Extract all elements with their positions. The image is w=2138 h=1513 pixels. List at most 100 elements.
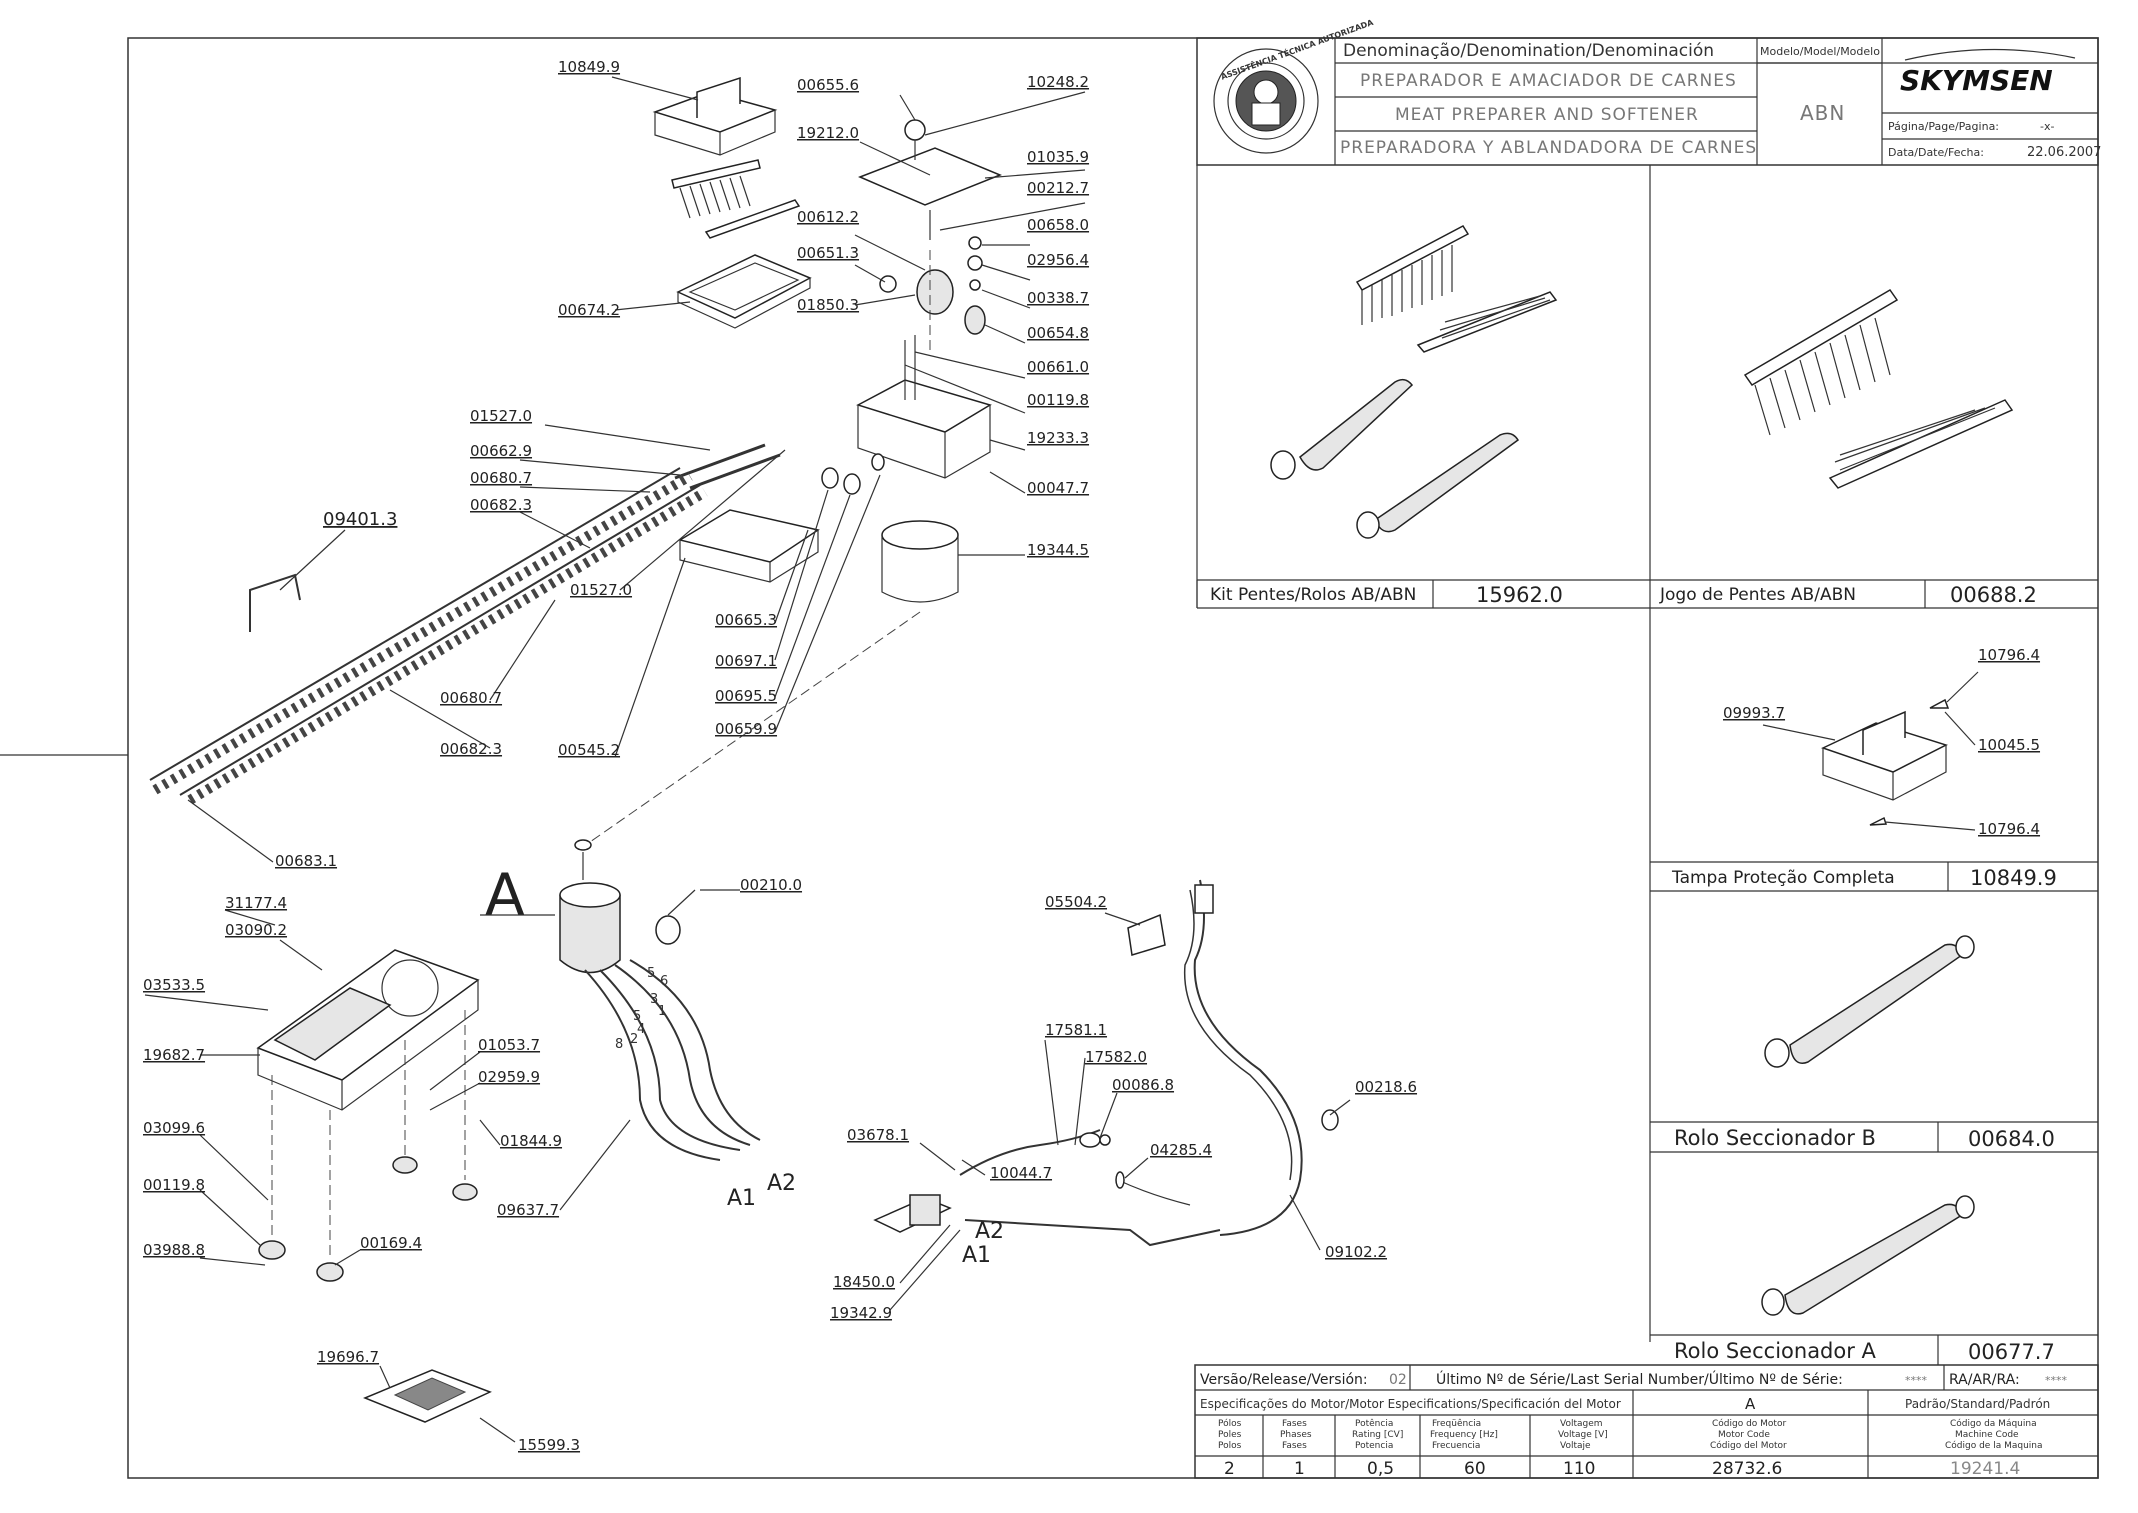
wire-a1: A1 <box>727 1186 756 1211</box>
col-rating-h3: Potencia <box>1355 1441 1393 1451</box>
col-motor-value: 28732.6 <box>1712 1459 1782 1479</box>
bottom-spec-block: Versão/Release/Versión: 02 Último Nº de … <box>1194 1364 2099 1479</box>
part-label-05504-2: 05504.2 <box>1045 893 1107 911</box>
part-label-00661-0: 00661.0 <box>1027 358 1089 376</box>
wire-2: 2 <box>630 1032 638 1047</box>
part-label-00086-8: 00086.8 <box>1112 1076 1174 1094</box>
part-label-19212-0: 19212.0 <box>797 124 859 142</box>
part-label-00119-8: 00119.8 <box>1027 391 1089 409</box>
name-pt: PREPARADOR E AMACIADOR DE CARNES <box>1360 71 1737 91</box>
col-motor-h2: Motor Code <box>1718 1430 1770 1440</box>
col-motor-h3: Código del Motor <box>1710 1440 1787 1451</box>
version-label: Versão/Release/Versión: <box>1200 1372 1368 1388</box>
part-label-00655-6: 00655.6 <box>797 76 859 94</box>
wire-3: 3 <box>650 992 658 1007</box>
part-label-19696-7: 19696.7 <box>317 1348 379 1366</box>
part-label-00659-9: 00659.9 <box>715 720 777 738</box>
col-poles-h3: Polos <box>1218 1441 1242 1451</box>
kit-code-4: 00684.0 <box>1968 1127 2055 1151</box>
part-label-00662-9: 00662.9 <box>470 442 532 460</box>
part-label-02959-9: 02959.9 <box>478 1068 540 1086</box>
kit-name-4: Rolo Seccionador B <box>1674 1126 1876 1150</box>
part-label-01527-0: 01527.0 <box>470 407 532 425</box>
col-phases-h2: Phases <box>1280 1430 1312 1440</box>
title-block: ASSISTÊNCIA TÉCNICA AUTORIZADA Denominaç… <box>1196 16 2101 166</box>
part-label-03090-2: 03090.2 <box>225 921 287 939</box>
col-rating-value: 0,5 <box>1367 1459 1394 1479</box>
roller-a-drawing <box>1761 1195 1975 1316</box>
part-label-04285-4: 04285.4 <box>1150 1141 1212 1159</box>
part-label-10849-9: 10849.9 <box>558 58 620 76</box>
col-rating-h1: Potência <box>1355 1418 1393 1429</box>
part-label-15599-3: 15599.3 <box>518 1436 580 1454</box>
version-value: 02 <box>1389 1372 1407 1388</box>
col-freq-h3: Frecuencia <box>1432 1441 1480 1451</box>
part-label-00212-7: 00212.7 <box>1027 179 1089 197</box>
part-label-00654-8: 00654.8 <box>1027 324 1089 342</box>
part-label-03099-6: 03099.6 <box>143 1119 205 1137</box>
name-en: MEAT PREPARER AND SOFTENER <box>1395 105 1699 125</box>
part-label-00674-2: 00674.2 <box>558 301 620 319</box>
col-freq-h2: Frequency [Hz] <box>1430 1430 1498 1440</box>
part-label-10044-7: 10044.7 <box>990 1164 1052 1182</box>
part-label-02956-4: 02956.4 <box>1027 251 1089 269</box>
wire-5b: 5 <box>633 1009 641 1024</box>
part-label-19682-7: 19682.7 <box>143 1046 205 1064</box>
model-header: Modelo/Model/Modelo <box>1760 45 1880 58</box>
part-labels: 10849.9 00655.6 10248.2 19212.0 01035.9 … <box>143 58 1417 1454</box>
kit-code-1: 15962.0 <box>1476 583 1563 607</box>
col-freq-h1: Freqüência <box>1432 1418 1481 1429</box>
brand-swoosh-icon <box>1904 48 2076 61</box>
col-rating-h2: Rating [CV] <box>1352 1430 1403 1440</box>
col-phases-h1: Fases <box>1282 1419 1307 1429</box>
part-label-01053-7: 01053.7 <box>478 1036 540 1054</box>
part-label-10248-2: 10248.2 <box>1027 73 1089 91</box>
wire-labels: A A1 A2 A2 A1 5 6 3 1 5 4 2 8 <box>480 861 1004 1268</box>
cover-part-1: 10796.4 <box>1978 646 2040 664</box>
col-machine-h3: Código de la Maquina <box>1945 1440 2043 1451</box>
part-label-03678-1: 03678.1 <box>847 1126 909 1144</box>
col-voltage-h3: Voltaje <box>1560 1441 1591 1451</box>
cover-part-3: 10045.5 <box>1978 736 2040 754</box>
part-label-19344-5: 19344.5 <box>1027 541 1089 559</box>
part-label-00665-3: 00665.3 <box>715 611 777 629</box>
cover-drawing: 10796.4 09993.7 10045.5 10796.4 <box>1723 646 2040 838</box>
col-voltage-value: 110 <box>1563 1459 1595 1479</box>
part-label-00169-4: 00169.4 <box>360 1234 422 1252</box>
kit-code-2: 00688.2 <box>1950 583 2037 607</box>
col-poles-h1: Pólos <box>1218 1418 1242 1429</box>
comb-set-drawing <box>1743 289 2014 489</box>
kit-panels: Kit Pentes/Rolos AB/ABN 15962.0 Jogo de … <box>1196 165 2098 1365</box>
wire-5: 5 <box>647 966 655 981</box>
exploded-view <box>149 76 1339 1423</box>
leader-lines <box>144 76 1351 1443</box>
technical-assistance-seal: ASSISTÊNCIA TÉCNICA AUTORIZADA <box>1213 16 1375 154</box>
serial-label: Último Nº de Série/Last Serial Number/Úl… <box>1436 1370 1843 1388</box>
part-label-00697-1: 00697.1 <box>715 652 777 670</box>
part-label-00682-3: 00682.3 <box>470 496 532 514</box>
col-voltage-h1: Voltagem <box>1560 1419 1603 1429</box>
part-label-00119-8b: 00119.8 <box>143 1176 205 1194</box>
part-label-09401-3: 09401.3 <box>323 509 397 530</box>
name-es: PREPARADORA Y ABLANDADORA DE CARNES <box>1340 138 1757 158</box>
ra-label: RA/AR/RA: <box>1949 1372 2020 1388</box>
kit-name-2: Jogo de Pentes AB/ABN <box>1659 585 1856 605</box>
part-label-18450-0: 18450.0 <box>833 1273 895 1291</box>
col-motor-h1: Código do Motor <box>1712 1418 1786 1429</box>
col-poles-value: 2 <box>1224 1459 1235 1479</box>
kit-code-5: 00677.7 <box>1968 1340 2055 1364</box>
wire-1: 1 <box>658 1004 666 1019</box>
part-label-00047-7: 00047.7 <box>1027 479 1089 497</box>
denomination-header: Denominação/Denomination/Denominación <box>1343 41 1714 61</box>
part-label-31177-4: 31177.4 <box>225 894 287 912</box>
wire-6: 6 <box>660 974 668 989</box>
wire-a2: A2 <box>767 1171 796 1196</box>
part-label-03533-5: 03533.5 <box>143 976 205 994</box>
col-phases-value: 1 <box>1294 1459 1305 1479</box>
part-label-00651-3: 00651.3 <box>797 244 859 262</box>
col-freq-value: 60 <box>1464 1459 1486 1479</box>
part-label-01035-9: 01035.9 <box>1027 148 1089 166</box>
part-label-00682-3b: 00682.3 <box>440 740 502 758</box>
standard-label: Padrão/Standard/Padrón <box>1905 1397 2050 1411</box>
